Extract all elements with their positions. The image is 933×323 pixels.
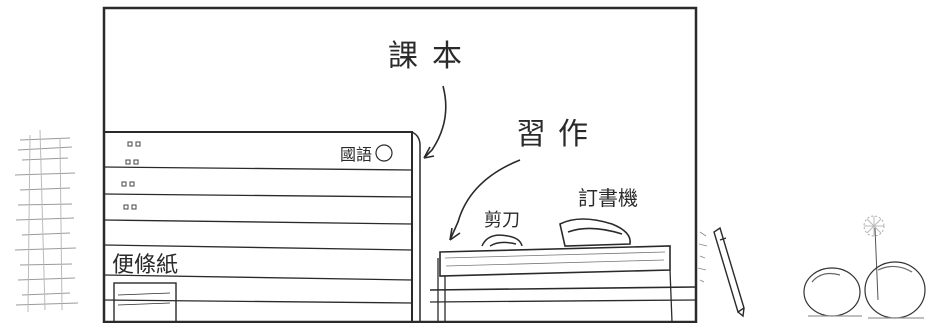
homework-pointer-arrowhead	[449, 227, 461, 241]
textbook-pointer-line	[423, 85, 447, 159]
textbook-label: 課本	[388, 39, 476, 74]
book-spine-circle-mark	[375, 144, 393, 162]
textbook-stack	[103, 131, 421, 323]
textbook-pointer-arrowhead	[423, 146, 435, 159]
round-bush-drawing	[803, 261, 926, 319]
stapler-label: 訂書機	[578, 186, 638, 210]
desk-with-homework	[429, 245, 697, 323]
dandelion-drawing	[863, 215, 885, 301]
sticky-note-pad	[113, 282, 177, 323]
left-scribble-stack	[14, 129, 79, 313]
pencil-scribble-marks	[697, 231, 708, 283]
book-spine-label: 國語	[340, 145, 372, 164]
pencil-icon	[713, 226, 745, 318]
sticky-notes-label: 便條紙	[112, 253, 178, 278]
drawing-frame	[102, 6, 698, 323]
homework-pointer-line	[449, 159, 521, 241]
scissors-label: 剪刀	[484, 210, 520, 231]
stapler-drawing	[559, 218, 631, 247]
scissors-drawing	[481, 234, 523, 247]
homework-label: 習作	[516, 117, 600, 152]
